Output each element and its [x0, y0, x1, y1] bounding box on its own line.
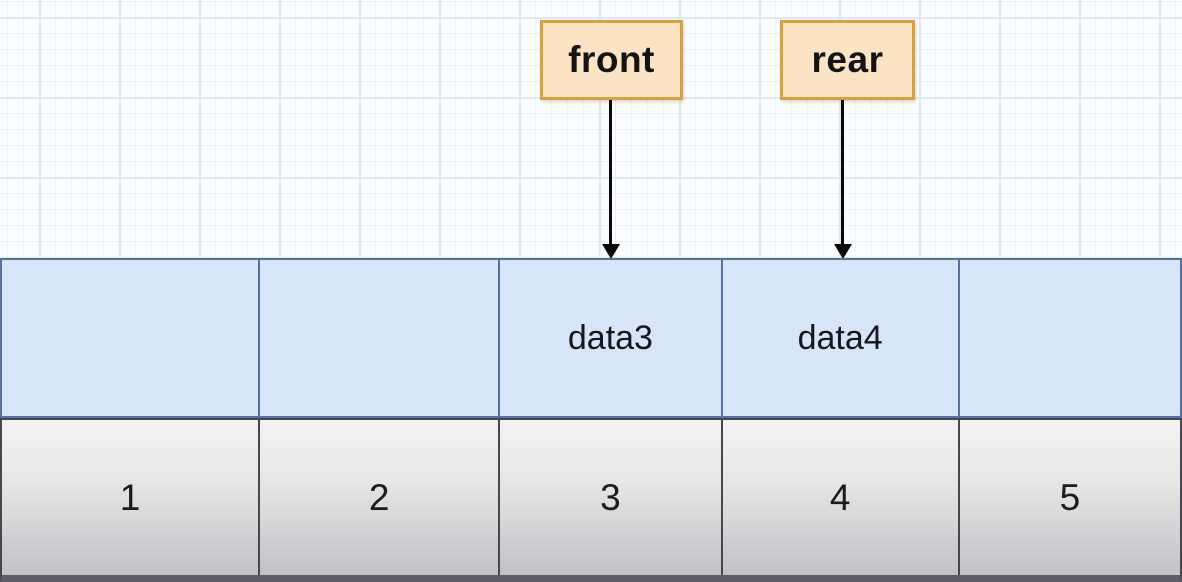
queue-cell-2 [260, 260, 501, 416]
front-pointer-label: front [540, 20, 683, 100]
index-cell-3-value: 3 [600, 476, 621, 518]
queue-cell-3-value: data3 [567, 318, 653, 357]
queue-cell-5 [959, 260, 1180, 416]
index-cell-5-value: 5 [1059, 476, 1081, 518]
index-cell-3: 3 [500, 420, 723, 575]
queue-index-row: 1 2 3 4 5 [0, 418, 1182, 582]
index-cell-5: 5 [959, 420, 1180, 575]
front-pointer-arrow [609, 100, 612, 244]
queue-cell-4-value: data4 [797, 318, 883, 357]
index-cell-4: 4 [722, 420, 960, 575]
index-cell-1: 1 [2, 420, 261, 575]
rear-pointer-arrow [841, 100, 844, 244]
queue-cell-1 [2, 260, 261, 416]
front-pointer-text: front [568, 39, 655, 80]
rear-pointer-text: rear [811, 39, 884, 80]
index-cell-1-value: 1 [119, 476, 141, 518]
queue-cell-3: data3 [500, 260, 723, 416]
index-cell-4-value: 4 [829, 476, 851, 518]
index-cell-2: 2 [260, 420, 501, 575]
queue-data-row: data3 data4 [0, 258, 1182, 418]
rear-pointer-label: rear [780, 20, 915, 100]
queue-cell-4: data4 [722, 260, 960, 416]
queue-array: data3 data4 1 2 3 4 5 [0, 258, 1182, 582]
index-cell-2-value: 2 [368, 476, 390, 518]
